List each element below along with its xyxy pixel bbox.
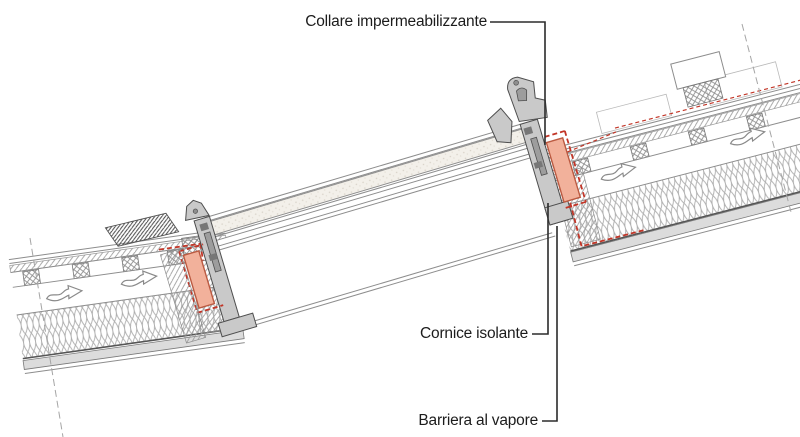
- label-collare-impermeabilizzante: Collare impermeabilizzante: [305, 13, 487, 30]
- vent-arrow-icon: [598, 159, 638, 183]
- label-barriera-al-vapore: Barriera al vapore: [418, 412, 538, 429]
- window-frame-left: [159, 199, 258, 344]
- roof-window: [159, 76, 587, 344]
- leader-barriera: [542, 226, 558, 422]
- label-cornice-isolante: Cornice isolante: [420, 325, 528, 342]
- leader-collare: [490, 21, 546, 145]
- section-cut-line-left: [29, 237, 64, 437]
- vent-arrow-icon: [44, 283, 84, 303]
- vent-arrow-icon: [119, 268, 159, 289]
- insulating-frame-right: [545, 136, 582, 203]
- vent-arrow-icon: [727, 124, 767, 148]
- covering-apron: [104, 212, 180, 247]
- roof-section-right: [544, 50, 800, 267]
- window-frame-right: [487, 76, 587, 226]
- leader-cornice: [532, 203, 549, 335]
- insulating-frame-left: [182, 249, 216, 309]
